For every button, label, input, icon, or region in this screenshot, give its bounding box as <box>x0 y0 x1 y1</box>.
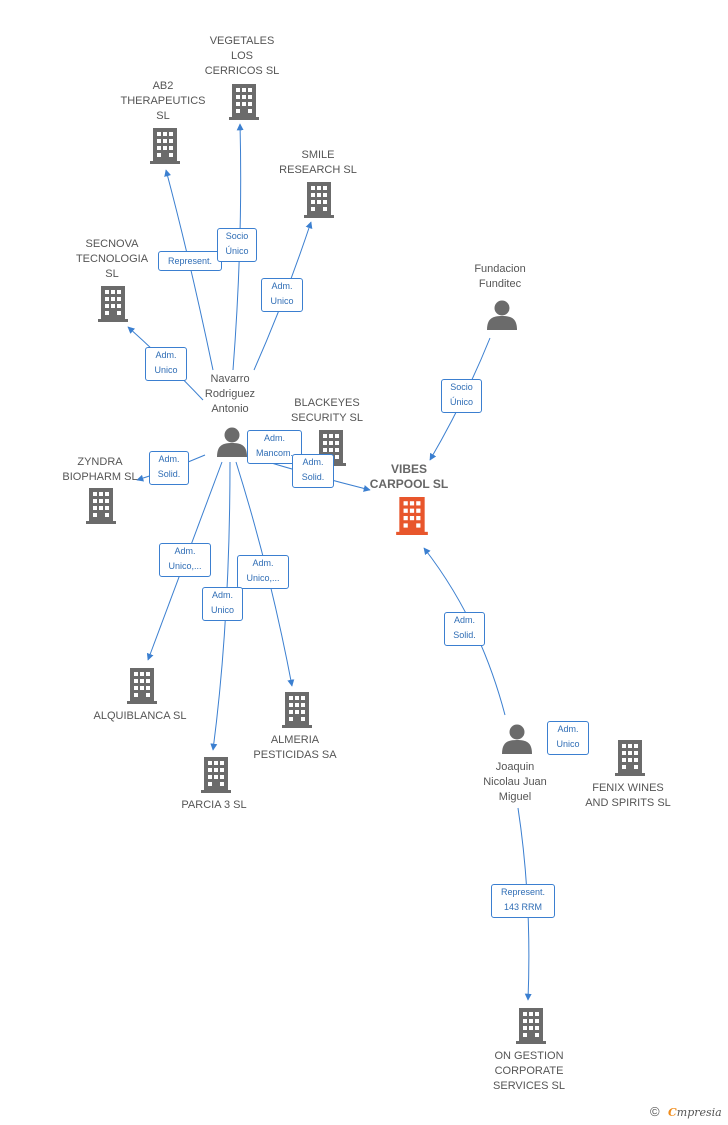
building-icon-vegetales <box>229 84 259 120</box>
edge-label-unico-alquiblanca: Adm. Unico,... <box>159 543 211 577</box>
edge-label-adm-smile: Adm. Unico <box>261 278 303 312</box>
edge-label-solid-zyndra: Adm. Solid. <box>149 451 189 485</box>
building-icon-zyndra <box>86 488 116 524</box>
node-label-smile[interactable]: SMILE RESEARCH SL <box>279 149 357 176</box>
node-label-ab2[interactable]: AB2 THERAPEUTICS SL <box>120 80 206 122</box>
building-icon-almeria <box>282 692 312 728</box>
edge-label-represent-ongestion: Represent. 143 RRM <box>491 884 555 918</box>
edge-label-socio-vegetales: Socio Único <box>217 228 257 262</box>
brand-rest: mpresia <box>676 1106 722 1119</box>
building-icon-smile <box>304 182 334 218</box>
node-label-vegetales[interactable]: VEGETALES LOS CERRICOS SL <box>204 35 280 77</box>
node-label-blackeyes[interactable]: BLACKEYES SECURITY SL <box>291 397 363 424</box>
node-label-fenix[interactable]: FENIX WINES AND SPIRITS SL <box>585 782 671 809</box>
node-label-joaquin[interactable]: Joaquin Nicolau Juan Miguel <box>483 761 547 803</box>
building-icon-alquiblanca <box>127 668 157 704</box>
edge-label-solid-vibes-joaquin: Adm. Solid. <box>444 612 485 646</box>
node-label-secnova[interactable]: SECNOVA TECNOLOGIA SL <box>75 238 149 280</box>
node-label-zyndra[interactable]: ZYNDRA BIOPHARM SL <box>62 456 138 483</box>
node-label-ongestion[interactable]: ON GESTION CORPORATE SERVICES SL <box>493 1050 565 1092</box>
edge-label-unico-almeria: Adm. Unico,... <box>237 555 289 589</box>
building-icon-fenix <box>615 740 645 776</box>
building-icon-secnova <box>98 286 128 322</box>
node-label-parcia[interactable]: PARCIA 3 SL <box>181 799 247 811</box>
building-icon-ongestion <box>516 1008 546 1044</box>
building-icon-ab2 <box>150 128 180 164</box>
edge-label-adm-secnova: Adm. Unico <box>145 347 187 381</box>
person-icon-joaquin <box>502 724 532 754</box>
edge-label-mancom-blackeyes: Adm. Mancom. <box>247 430 302 464</box>
edge-label-solid-vibes-navarro: Adm. Solid. <box>292 454 334 488</box>
node-label-navarro[interactable]: Navarro Rodriguez Antonio <box>204 373 256 415</box>
edge-label-socio-fundacion: Socio Único <box>441 379 482 413</box>
edge-label-unico-parcia: Adm. Unico <box>202 587 243 621</box>
building-icon-vibes <box>396 497 428 535</box>
person-icons <box>217 300 532 754</box>
person-icon-fundacion <box>487 300 517 330</box>
person-icon-navarro <box>217 427 247 457</box>
node-label-almeria[interactable]: ALMERIA PESTICIDAS SA <box>253 734 337 761</box>
brand-first-letter: C <box>668 1106 677 1119</box>
edge-label-represent-ab2: Represent. <box>158 251 222 271</box>
node-label-fundacion[interactable]: Fundacion Funditec <box>474 263 526 290</box>
copyright-icon: © <box>650 1104 660 1119</box>
node-label-vibes[interactable]: VIBES CARPOOL SL <box>369 462 449 491</box>
building-icon-parcia <box>201 757 231 793</box>
empresia-logo: Cmpresia <box>668 1106 722 1119</box>
edge-label-unico-fenix: Adm. Unico <box>547 721 589 755</box>
node-label-alquiblanca[interactable]: ALQUIBLANCA SL <box>93 710 187 722</box>
